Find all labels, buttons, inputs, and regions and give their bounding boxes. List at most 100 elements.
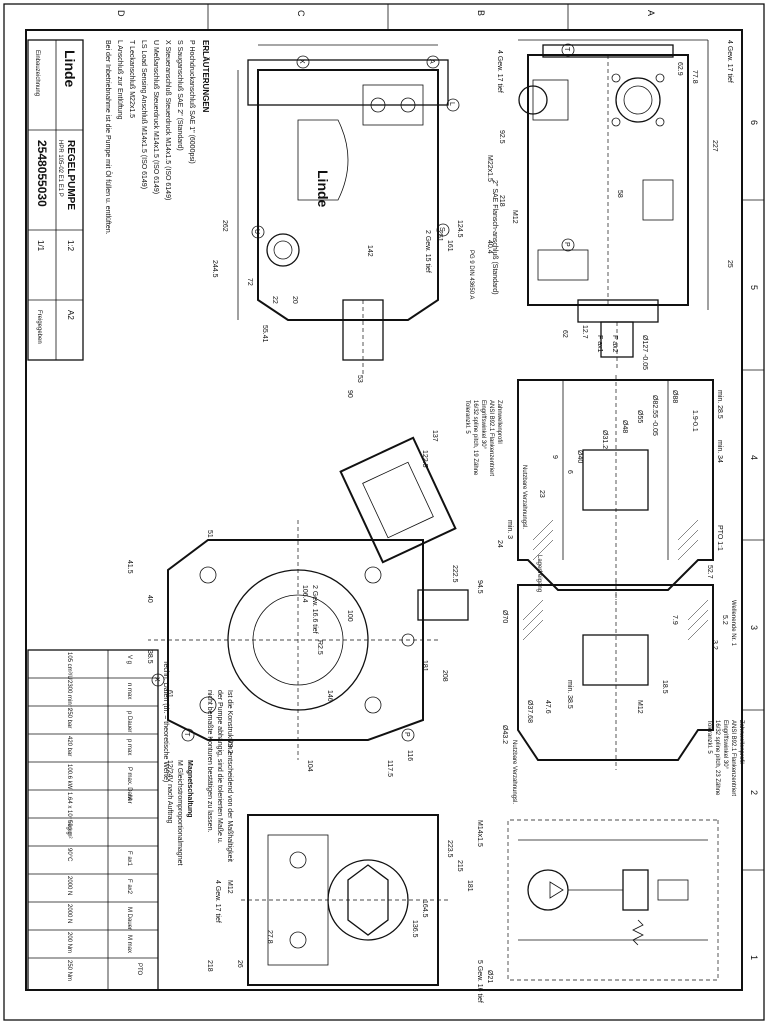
technical-data-table: V g n max p Dauer p max P max. Dauer M F… [27, 649, 169, 991]
dim: 142 [366, 245, 373, 257]
spline-label: Eingriffswinkel 30° [722, 720, 728, 770]
dim: 38.5 [146, 650, 153, 664]
row-marker: D [116, 10, 126, 17]
dim: 164.5 [421, 900, 428, 918]
row-marker: A [646, 10, 656, 16]
dim: 104 [306, 760, 313, 772]
table-header: F ax1 [126, 851, 132, 867]
dim: 222.5 [451, 565, 458, 583]
outer-frame [3, 3, 765, 1021]
dim: Ø70 [501, 610, 508, 623]
dim: 62 [561, 330, 568, 338]
table-cell: 250 bar [66, 708, 72, 728]
dim: 12.7 [581, 325, 588, 339]
dim: F ax2 [611, 335, 618, 353]
dim: 6 [566, 470, 573, 474]
inner-frame [25, 29, 743, 991]
port-note: X Steueranschluß Steuerdruck M14x1.5 (IS… [164, 40, 171, 200]
port-balloon-p: P [403, 732, 410, 737]
dim: M12 [636, 700, 643, 714]
table-cell: 2000 N [66, 876, 72, 895]
dim: 116 [406, 750, 413, 761]
table-header: p max [126, 739, 132, 755]
table-cell: 90°C [66, 848, 72, 862]
dim: 27.8 [266, 930, 273, 944]
column-marker: 1 [749, 955, 759, 960]
spline-label: Toleranzkl. 5 [706, 720, 712, 754]
table-header: F ax2 [126, 879, 132, 895]
port-note: L Anschluß zur Entlüftung [116, 40, 123, 120]
dim: 18.5 [661, 680, 668, 694]
type-code: HPR 105-02 E1 E1 P [57, 140, 63, 197]
table-cell: 2000 N [66, 904, 72, 923]
dim: F ax1 [596, 335, 603, 353]
linde-logo: Linde [62, 50, 78, 88]
dim: 53 [356, 375, 363, 383]
dim: Ø127 -0.05 [641, 335, 648, 370]
scale: 1:2 [66, 240, 75, 252]
port-balloon-t: T [183, 732, 190, 737]
doc-type: Einbauzeichnung [34, 50, 40, 96]
dim: Ø37.68 [526, 700, 533, 723]
bearing-clearance-label: Lagerfreigang [536, 555, 542, 592]
dim: Ø55 [636, 410, 643, 423]
sheet-number: 1/1 [36, 240, 45, 252]
dim: 100 [346, 610, 353, 622]
solenoid-line: 12/24V nach Auftrag [166, 760, 173, 824]
table-header: V g [126, 655, 132, 664]
drawing-number: 2548055030 [35, 140, 49, 207]
dim: 77.8 [691, 70, 698, 84]
construction-note: der Pumpe abhängig, sind die tolerierten… [216, 690, 223, 844]
spline-label: ANSI B92.1 Flankenzentriert [730, 720, 736, 796]
port-balloon-u: U [253, 229, 260, 234]
title-block-frame: Linde REGELPUMPE HPR 105-02 E1 E1 P 2548… [27, 39, 84, 361]
table-cell: 1.64 x 10⁻² kg m² [66, 792, 72, 839]
dim: min. 3 [506, 520, 513, 539]
dim: 90 [346, 390, 353, 398]
shaft-section: min. 28.5 min. 34 1.9-0.1 Ø88 Ø82.55 -0.… [464, 375, 723, 600]
dim: min. 34 [716, 440, 723, 463]
column-marker: 3 [749, 625, 759, 630]
dim: 4 Gew. 17 tief [726, 40, 733, 83]
dim: 92.5 [498, 130, 505, 144]
notes: Ist die Konstruktion entscheidend von de… [104, 40, 233, 865]
hydraulic-schematic [507, 819, 719, 981]
port-balloon-a: A [428, 59, 435, 64]
spline-label: Eingriffswinkel 30° [480, 400, 486, 450]
dim: 55.41 [261, 325, 268, 343]
dim: 215 [456, 860, 463, 872]
dim: 137 [431, 430, 438, 442]
table-cell: 50 kg [66, 820, 72, 835]
dim: Ø48 [621, 420, 628, 433]
dim: Ø43.2 [501, 725, 508, 744]
ports-title: ERLÄUTERUNGEN [201, 40, 210, 113]
port-note: U Meßanschluß Steuerdruck M14x1.5 (ISO 6… [152, 40, 159, 194]
dim: Ø40 [576, 450, 583, 463]
dim: 117.5 [386, 760, 393, 777]
dim: min. 38.5 [566, 680, 573, 709]
table-header: M max [126, 935, 132, 953]
dim: 41.5 [126, 560, 133, 574]
table-cell: 200 Nm [66, 932, 72, 953]
port-balloon-s: S [438, 227, 445, 232]
dim: 52.7 [706, 565, 713, 579]
table-cell: 105 cm³/U [66, 652, 72, 680]
spline-label: 16/32 spline pitch, 19 Zähne [472, 400, 478, 476]
dim: Ø82.55 -0.05 [651, 395, 658, 436]
dim: 2 Gew. 16.6 tief [311, 585, 318, 634]
dim: 181 [466, 880, 473, 892]
table-cell: 2300 min⁻¹ [66, 680, 72, 710]
connector-label: PG 9 DIN 43650 A [468, 250, 474, 299]
port-note: LS Load Sensing Anschluß M14x1.5 (ISO 61… [140, 40, 147, 189]
row-marker: B [476, 10, 486, 16]
dim: M12 [226, 880, 233, 894]
dim: 51 [206, 530, 213, 538]
dim: 9 [551, 455, 558, 459]
dim: 5.2 [721, 615, 728, 625]
dim: 40.4 [486, 240, 493, 254]
spline-label: Zahnwellenprofil [738, 720, 744, 764]
table-header: n max [126, 683, 132, 699]
shaft-end-label: Wellenende Nr. 1 [730, 600, 736, 647]
table-header: P max. Dauer [126, 767, 132, 804]
column-marker: 4 [749, 455, 759, 460]
